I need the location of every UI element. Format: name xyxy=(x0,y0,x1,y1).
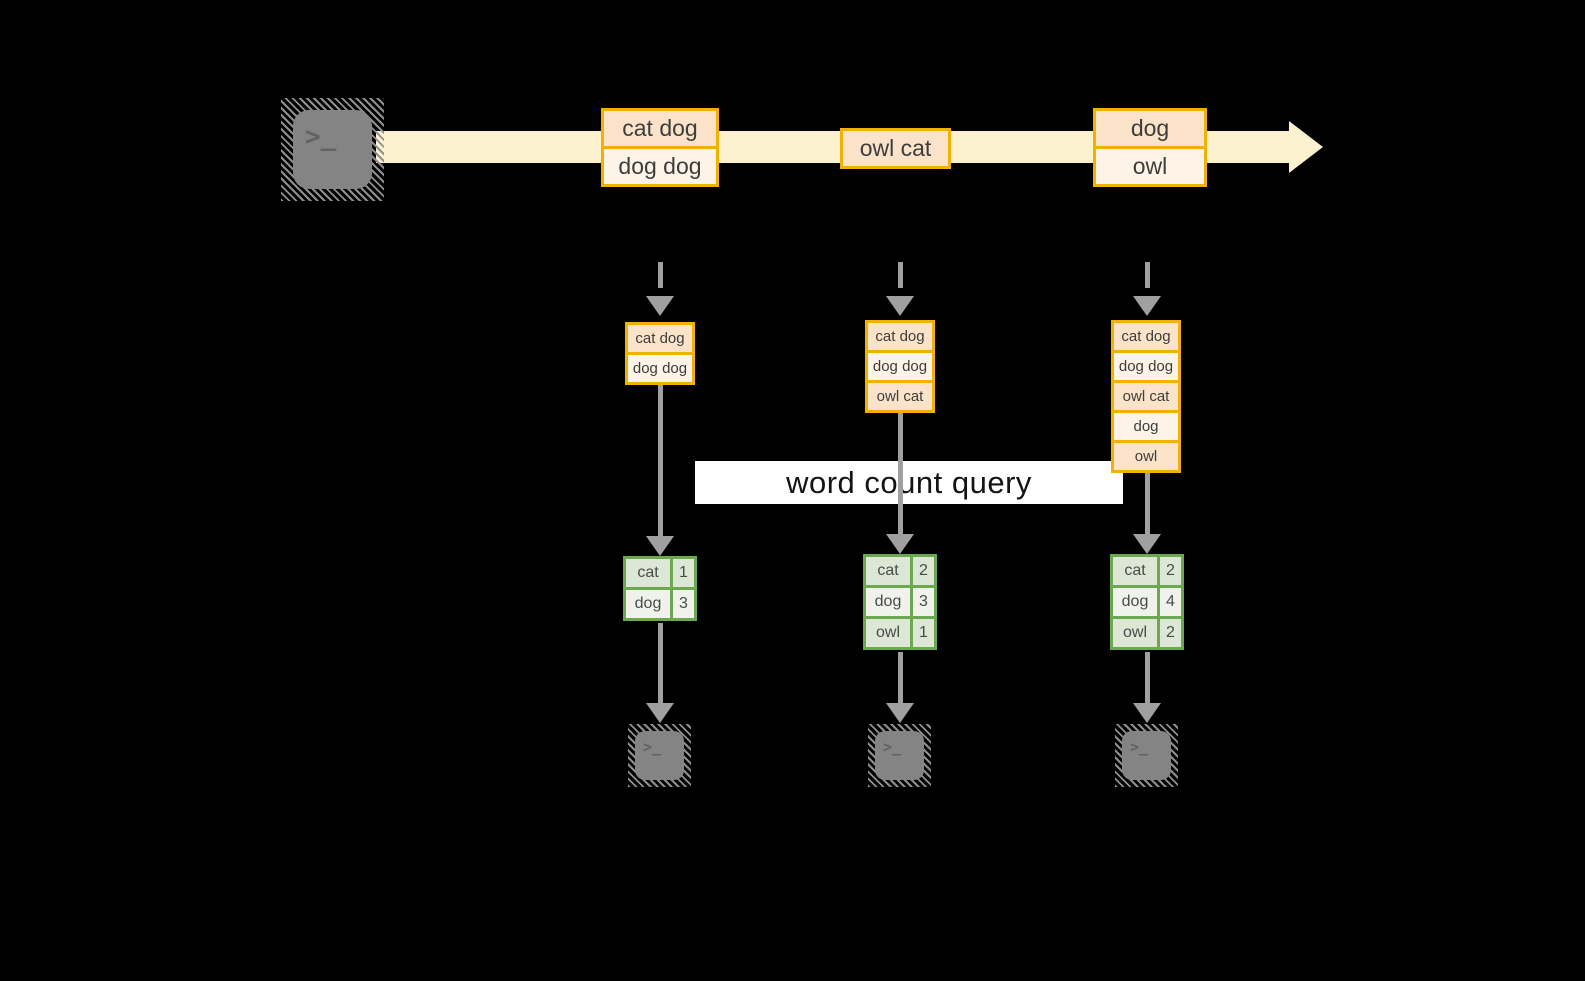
ingest-arrow-3 xyxy=(1133,262,1161,316)
query-label: word count query xyxy=(695,461,1123,504)
ingest-arrow-2 xyxy=(886,262,914,316)
output-arrow-3 xyxy=(1133,652,1161,723)
table-count: 4 xyxy=(1160,588,1181,616)
table-count: 3 xyxy=(673,590,694,618)
stream-record: dog xyxy=(1096,111,1204,146)
input-stack-3: cat dog dog dog owl cat dog owl xyxy=(1111,320,1181,473)
table-word: cat xyxy=(626,559,670,587)
arrow-down-icon xyxy=(886,296,914,316)
arrow-down-icon xyxy=(1133,703,1161,723)
terminal-prompt-glyph: >_ xyxy=(883,738,902,756)
wordcount-table-1: cat 1 dog 3 xyxy=(623,556,697,621)
sink-terminal-icon-2: >_ xyxy=(868,724,931,787)
stack-record: cat dog xyxy=(868,323,932,350)
stream-record: dog dog xyxy=(604,149,716,184)
query-arrow-1 xyxy=(646,385,674,556)
terminal-screen: >_ xyxy=(293,110,372,189)
terminal-prompt-glyph: >_ xyxy=(1130,738,1149,756)
input-stack-1: cat dog dog dog xyxy=(625,322,695,385)
arrow-line xyxy=(897,262,903,288)
arrow-line xyxy=(657,262,663,288)
ingest-arrow-1 xyxy=(646,262,674,316)
arrow-down-icon xyxy=(1133,296,1161,316)
stream-batch-3: dog owl xyxy=(1093,108,1207,187)
table-count: 1 xyxy=(673,559,694,587)
stream-record: cat dog xyxy=(604,111,716,146)
stack-record: dog dog xyxy=(868,353,932,380)
table-word: dog xyxy=(866,588,910,616)
table-count: 1 xyxy=(913,619,934,647)
stream-record: owl cat xyxy=(843,131,948,166)
sink-terminal-icon-3: >_ xyxy=(1115,724,1178,787)
arrow-line xyxy=(897,413,903,534)
table-count: 2 xyxy=(913,557,934,585)
stream-batch-1: cat dog dog dog xyxy=(601,108,719,187)
arrow-line xyxy=(1144,652,1150,703)
terminal-screen: >_ xyxy=(1122,731,1171,780)
table-count: 3 xyxy=(913,588,934,616)
terminal-prompt-glyph: >_ xyxy=(305,122,337,152)
stack-record: owl xyxy=(1114,443,1178,470)
stack-record: dog xyxy=(1114,413,1178,440)
output-arrow-2 xyxy=(886,652,914,723)
table-word: dog xyxy=(626,590,670,618)
table-word: owl xyxy=(1113,619,1157,647)
table-word: dog xyxy=(1113,588,1157,616)
arrow-down-icon xyxy=(886,534,914,554)
arrow-line xyxy=(1144,262,1150,288)
stack-record: dog dog xyxy=(628,355,692,382)
table-count: 2 xyxy=(1160,557,1181,585)
query-arrow-3 xyxy=(1133,473,1161,554)
arrow-down-icon xyxy=(1133,534,1161,554)
table-word: cat xyxy=(866,557,910,585)
arrow-down-icon xyxy=(646,536,674,556)
stack-record: owl cat xyxy=(1114,383,1178,410)
source-terminal-icon: >_ xyxy=(281,98,384,201)
terminal-screen: >_ xyxy=(635,731,684,780)
terminal-prompt-glyph: >_ xyxy=(643,738,662,756)
stream-record: owl xyxy=(1096,149,1204,184)
stack-record: cat dog xyxy=(628,325,692,352)
arrow-line xyxy=(657,623,663,703)
stack-record: owl cat xyxy=(868,383,932,410)
output-arrow-1 xyxy=(646,623,674,723)
stack-record: cat dog xyxy=(1114,323,1178,350)
wordcount-table-2: cat 2 dog 3 owl 1 xyxy=(863,554,937,650)
table-count: 2 xyxy=(1160,619,1181,647)
arrow-down-icon xyxy=(646,703,674,723)
stream-batch-2: owl cat xyxy=(840,128,951,169)
query-arrow-2 xyxy=(886,413,914,554)
stack-record: dog dog xyxy=(1114,353,1178,380)
arrow-line xyxy=(657,385,663,536)
arrow-line xyxy=(897,652,903,703)
sink-terminal-icon-1: >_ xyxy=(628,724,691,787)
wordcount-table-3: cat 2 dog 4 owl 2 xyxy=(1110,554,1184,650)
table-word: cat xyxy=(1113,557,1157,585)
terminal-screen: >_ xyxy=(875,731,924,780)
arrow-down-icon xyxy=(646,296,674,316)
input-stack-2: cat dog dog dog owl cat xyxy=(865,320,935,413)
arrow-down-icon xyxy=(886,703,914,723)
stream-arrowhead-icon xyxy=(1289,121,1323,173)
arrow-line xyxy=(1144,473,1150,534)
table-word: owl xyxy=(866,619,910,647)
